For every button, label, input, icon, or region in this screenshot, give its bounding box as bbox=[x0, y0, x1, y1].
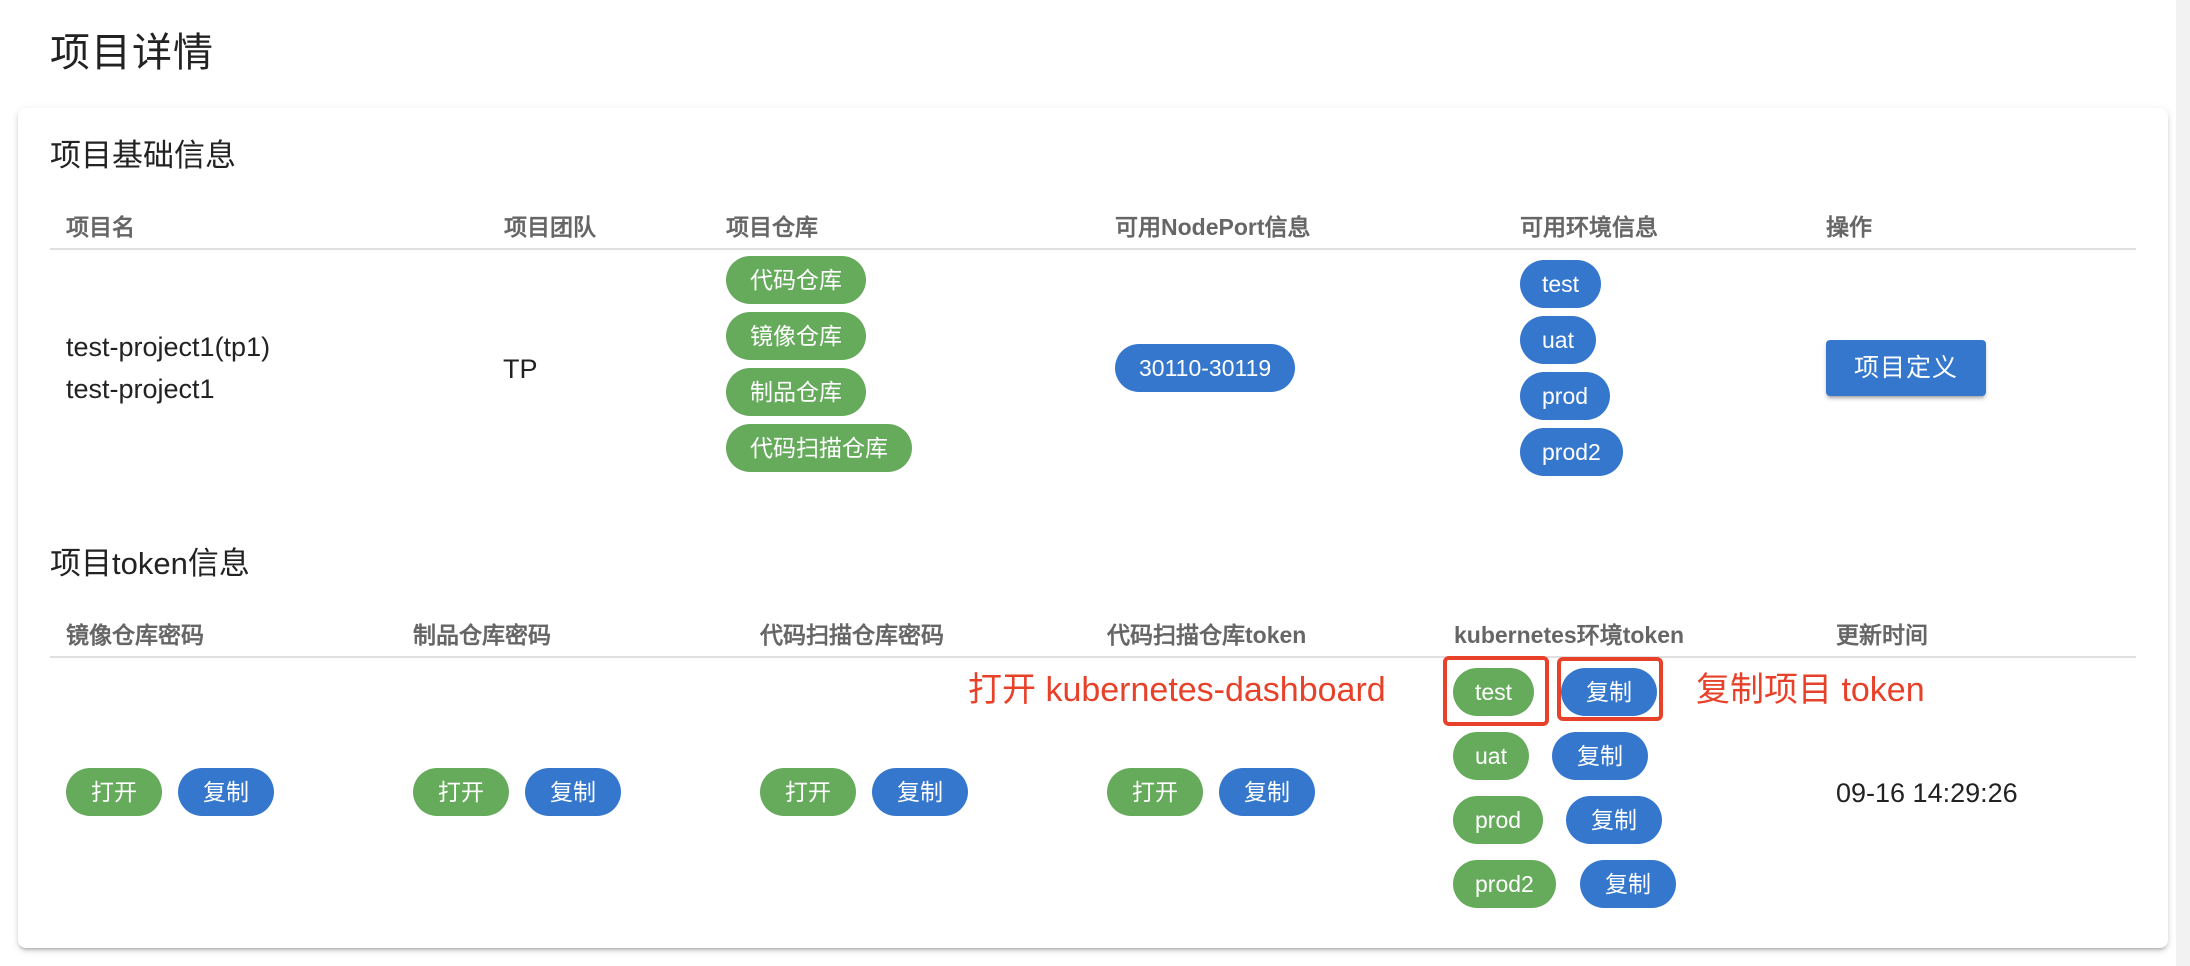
annotation-box-copy-token bbox=[1557, 657, 1663, 721]
image-repo-copy-button[interactable]: 复制 bbox=[178, 768, 274, 816]
project-definition-button[interactable]: 项目定义 bbox=[1826, 340, 1987, 396]
nodeport-chip: 30110-30119 bbox=[1115, 344, 1296, 392]
header-project-team: 项目团队 bbox=[504, 214, 596, 240]
header-environments: 可用环境信息 bbox=[1520, 214, 1658, 240]
k8s-copy-token-prod[interactable]: 复制 bbox=[1566, 796, 1662, 844]
basic-info-section-title: 项目基础信息 bbox=[50, 138, 236, 173]
header-nodeport: 可用NodePort信息 bbox=[1115, 214, 1311, 240]
env-chip-prod[interactable]: prod bbox=[1520, 372, 1611, 420]
artifact-repo-copy-button[interactable]: 复制 bbox=[525, 768, 621, 816]
repo-artifact-chip[interactable]: 制品仓库 bbox=[726, 368, 866, 416]
repo-code-chip[interactable]: 代码仓库 bbox=[726, 256, 866, 304]
repo-code-scan-chip[interactable]: 代码扫描仓库 bbox=[726, 424, 912, 472]
header-actions: 操作 bbox=[1826, 214, 1872, 240]
k8s-copy-token-prod2[interactable]: 复制 bbox=[1580, 860, 1676, 908]
annotation-open-dashboard-label: 打开 kubernetes-dashboard bbox=[968, 671, 1386, 709]
artifact-repo-open-button[interactable]: 打开 bbox=[413, 768, 509, 816]
repo-image-chip[interactable]: 镜像仓库 bbox=[726, 312, 866, 360]
k8s-copy-token-test[interactable]: 复制 bbox=[1561, 668, 1657, 716]
code-scan-token-copy-button[interactable]: 复制 bbox=[1219, 768, 1315, 816]
updated-at: 09-16 14:29:26 bbox=[1836, 778, 2018, 808]
env-chip-uat[interactable]: uat bbox=[1520, 316, 1596, 364]
header-artifact-repo-password: 制品仓库密码 bbox=[413, 622, 551, 648]
annotation-box-open-dashboard bbox=[1443, 656, 1549, 726]
k8s-copy-token-uat[interactable]: 复制 bbox=[1552, 732, 1648, 780]
project-team: TP bbox=[503, 354, 538, 384]
k8s-open-dashboard-uat[interactable]: uat bbox=[1453, 732, 1529, 780]
image-repo-open-button[interactable]: 打开 bbox=[66, 768, 162, 816]
token-info-table-header: 镜像仓库密码 制品仓库密码 代码扫描仓库密码 代码扫描仓库token kuber… bbox=[50, 588, 2136, 658]
code-scan-token-open-button[interactable]: 打开 bbox=[1107, 768, 1203, 816]
header-project-name: 项目名 bbox=[66, 214, 135, 240]
header-project-repos: 项目仓库 bbox=[726, 214, 818, 240]
code-scan-password-copy-button[interactable]: 复制 bbox=[872, 768, 968, 816]
basic-info-table-header: 项目名 项目团队 项目仓库 可用NodePort信息 可用环境信息 操作 bbox=[50, 180, 2136, 250]
code-scan-password-open-button[interactable]: 打开 bbox=[760, 768, 856, 816]
k8s-open-dashboard-prod2[interactable]: prod2 bbox=[1453, 860, 1556, 908]
header-k8s-token: kubernetes环境token bbox=[1454, 622, 1685, 648]
project-detail-card: 项目基础信息 项目名 项目团队 项目仓库 可用NodePort信息 可用环境信息… bbox=[18, 108, 2168, 948]
project-name: test-project1(tp1) bbox=[66, 332, 271, 362]
header-updated-at: 更新时间 bbox=[1836, 622, 1928, 648]
token-info-section-title: 项目token信息 bbox=[50, 546, 250, 581]
header-code-scan-token: 代码扫描仓库token bbox=[1107, 622, 1307, 648]
scrollbar-track[interactable] bbox=[2176, 0, 2190, 966]
page-title: 项目详情 bbox=[50, 31, 214, 75]
header-image-repo-password: 镜像仓库密码 bbox=[66, 622, 204, 648]
k8s-open-dashboard-test[interactable]: test bbox=[1453, 668, 1535, 716]
env-chip-test[interactable]: test bbox=[1520, 260, 1602, 308]
annotation-copy-token-label: 复制项目 token bbox=[1696, 671, 1925, 709]
k8s-open-dashboard-prod[interactable]: prod bbox=[1453, 796, 1544, 844]
project-code: test-project1 bbox=[66, 374, 215, 404]
header-code-scan-password: 代码扫描仓库密码 bbox=[760, 622, 944, 648]
env-chip-prod2[interactable]: prod2 bbox=[1520, 428, 1623, 476]
